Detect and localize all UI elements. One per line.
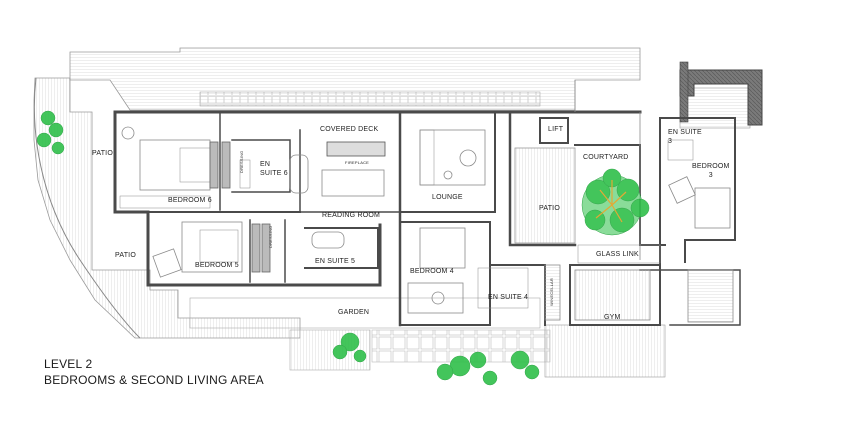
covered-deck-fireplace [326,141,386,157]
furniture [119,80,734,323]
bath-6 [289,154,309,194]
label-dressing-5: DRESSING [268,225,273,249]
bed-5 [181,221,243,273]
label-patio-courtyard: PATIO [539,205,560,212]
lounge-sofa [419,129,486,186]
left-curve-outline [33,77,141,339]
left-patio-curve [33,77,301,339]
left-tree [36,110,65,155]
label-patio-bottom: PATIO [115,252,136,259]
garden-tree-2 [436,351,498,386]
bed-4 [419,227,466,269]
label-ensuite-5: EN SUITE 5 [315,258,356,265]
label-winecellar: WINECELLAR [549,277,554,306]
label-dressing-6: DRESSING [239,150,244,174]
courtyard-floor [514,147,576,244]
top-panels [199,91,541,107]
glass-link-floor [577,244,661,264]
label-bedroom-4: BEDROOM 4 [410,268,454,275]
left-strip [221,141,231,189]
label-fireplace: FIREPLACE [345,160,370,165]
garden-tree-1 [332,332,367,363]
lower-left-strip [289,329,371,371]
winecellar-box [544,264,561,321]
caption-title: BEDROOMS & SECOND LIVING AREA [44,373,264,387]
label-bedroom-3: BEDROOM 3 [692,163,730,179]
bed-5-headboard [251,223,261,273]
label-bedroom-5: BEDROOM 5 [195,262,239,269]
trees [36,110,650,386]
bed-6-headboard [209,141,219,189]
label-ensuite-3: EN SUITE 3 [668,129,702,145]
label-ensuite-6: EN SUITE 6 [260,161,288,177]
garden-strip [189,297,541,329]
label-glass-link: GLASS LINK [596,251,639,258]
ensuite-3-fixtures [667,139,694,161]
far-right-bar [679,61,689,123]
gym-floor [574,269,651,321]
label-lift: LIFT [548,126,564,133]
label-covered-deck: COVERED DECK [320,126,379,133]
bath-5 [311,231,345,249]
label-bedroom-6: BEDROOM 6 [168,197,212,204]
lower-right-deck [544,324,666,378]
label-garden: GARDEN [338,309,370,316]
caption-level: LEVEL 2 [44,357,93,371]
stair-right [687,269,734,323]
label-courtyard: COURTYARD [583,154,629,161]
label-patio-top: PATIO [92,150,113,157]
bed-3 [694,187,731,229]
bed-6 [139,139,211,191]
courtyard-tree [581,168,650,236]
garden-tree-3 [510,350,540,380]
label-lounge: LOUNGE [432,194,463,201]
label-reading-room: READING ROOM [322,212,381,219]
label-gym: GYM [604,314,621,321]
reading-sofa [321,169,385,197]
ensuite-4 [477,267,529,309]
label-ensuite-4: EN SUITE 4 [488,294,529,301]
